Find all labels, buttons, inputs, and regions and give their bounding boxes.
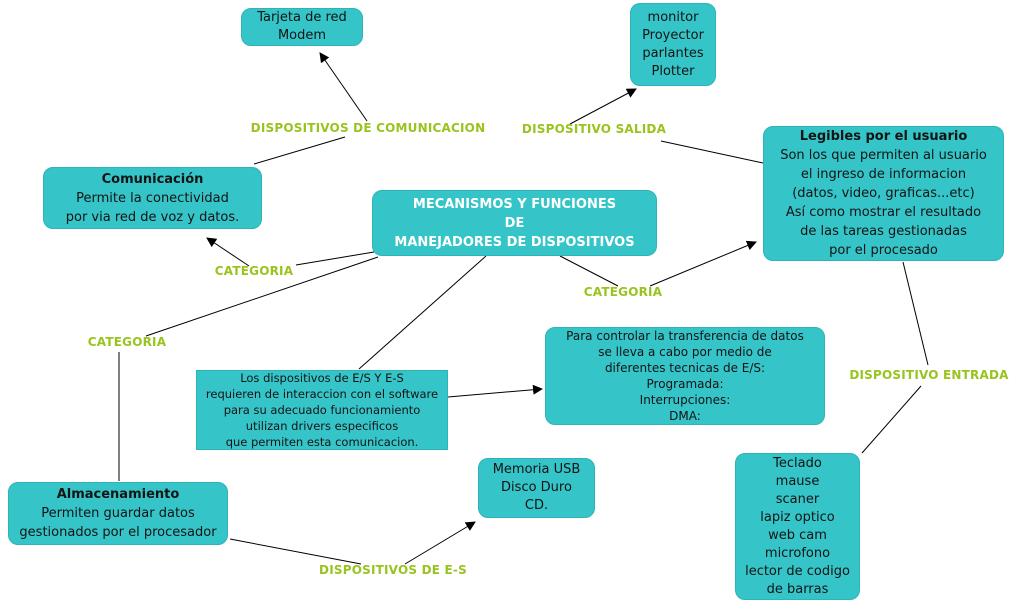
node-text: Para controlar la transferencia de datos…	[566, 329, 804, 423]
node-monitor-proyector[interactable]: monitor Proyector parlantes Plotter	[630, 3, 716, 86]
node-title: Legibles por el usuario	[799, 129, 968, 144]
link-label-categoria-3[interactable]: CATEGORIA	[87, 335, 167, 349]
connector-arrow-to-comunicacion	[206, 237, 250, 267]
node-legibles-usuario[interactable]: Legibles por el usuario Son los que perm…	[763, 126, 1004, 261]
node-text: Son los que permiten al usuario el ingre…	[780, 148, 987, 258]
connector-central-to-categoria1	[295, 251, 375, 266]
connector-central-to-categoria2	[559, 255, 619, 287]
connector-legibles-to-entrada-label	[902, 261, 929, 366]
link-label-dispositivo-entrada[interactable]: DISPOSITIVO ENTRADA	[849, 368, 1009, 382]
node-text: Los dispositivos de E/S Y E-S requieren …	[205, 371, 439, 449]
node-transferencia-datos[interactable]: Para controlar la transferencia de datos…	[545, 327, 825, 425]
node-almacenamiento[interactable]: Almacenamiento Permiten guardar datos ge…	[8, 482, 228, 545]
connector-almacenamiento-to-es-label	[229, 538, 362, 565]
connector-entrada-label-to-teclado	[861, 385, 922, 454]
node-text: monitor Proyector parlantes Plotter	[642, 9, 704, 79]
connector-arrow-to-legibles	[649, 240, 757, 287]
link-label-dispositivo-salida[interactable]: DISPOSITIVO SALIDA	[521, 122, 667, 136]
connector-arrow-to-monitor	[569, 88, 637, 125]
node-text: Permiten guardar datos gestionados por e…	[19, 506, 217, 540]
connector-arrow-to-tarjeta	[319, 52, 368, 122]
node-comunicacion[interactable]: Comunicación Permite la conectividad por…	[43, 167, 262, 229]
node-title: Comunicación	[101, 171, 204, 187]
node-text: Teclado mause scaner lapiz optico web ca…	[745, 455, 850, 597]
connector-central-to-esbox	[358, 255, 487, 370]
connector-arrow-to-transferencia	[447, 384, 543, 398]
node-es-drivers[interactable]: Los dispositivos de E/S Y E-S requieren …	[196, 370, 448, 450]
node-title: Almacenamiento	[56, 487, 180, 502]
node-memoria-usb[interactable]: Memoria USB Disco Duro CD.	[478, 458, 595, 518]
link-label-dispositivos-comunicacion[interactable]: DISPOSITIVOS DE COMUNICACION	[250, 121, 486, 135]
connector-legibles-to-salida-label	[660, 140, 764, 164]
connector-comunicacion-to-label	[253, 136, 346, 165]
node-text: Memoria USB Disco Duro CD.	[492, 462, 581, 513]
node-tarjeta-red-modem[interactable]: Tarjeta de red Modem	[241, 8, 363, 46]
node-text: Permite la conectividad por via red de v…	[65, 190, 240, 225]
link-label-dispositivos-es[interactable]: DISPOSITIVOS DE E-S	[319, 563, 467, 577]
node-teclado-entrada[interactable]: Teclado mause scaner lapiz optico web ca…	[735, 453, 860, 600]
node-text: MECANISMOS Y FUNCIONES DE MANEJADORES DE…	[394, 196, 635, 250]
node-central-topic[interactable]: MECANISMOS Y FUNCIONES DE MANEJADORES DE…	[372, 190, 657, 256]
link-label-categoria-2[interactable]: CATEGORIA	[583, 285, 663, 299]
connector-central-to-categoria3	[145, 256, 379, 337]
node-text: Tarjeta de red Modem	[257, 10, 347, 43]
connector-arrow-to-memoria	[404, 521, 476, 565]
link-label-categoria-1[interactable]: CATEGORIA	[214, 264, 294, 278]
